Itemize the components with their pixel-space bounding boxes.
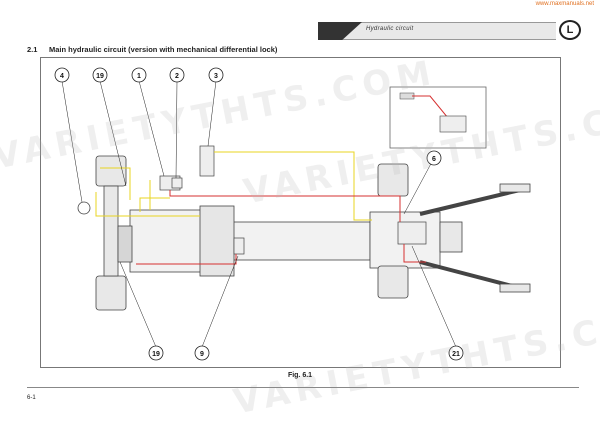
lift-link-lower [499, 283, 531, 293]
section-heading: 2.1 Main hydraulic circuit (version with … [27, 45, 277, 54]
leader-21 [411, 245, 457, 348]
leader-3 [207, 80, 217, 147]
leader-1 [138, 80, 165, 177]
leader-6 [403, 157, 435, 215]
yellow-line-1 [214, 151, 372, 221]
component-21-distributor [397, 221, 427, 245]
red-line-3 [403, 244, 426, 263]
components [159, 145, 427, 255]
callout-label-9: 9 [200, 351, 204, 358]
callout-19-bottom [148, 345, 164, 361]
callout-9 [194, 345, 210, 361]
chapter-title: Hydraulic circuit [366, 26, 414, 32]
callout-19-top [92, 67, 108, 83]
callout-1 [131, 67, 147, 83]
differential [117, 225, 133, 263]
leader-19-bottom [119, 261, 157, 348]
chapter-header-bar [318, 22, 556, 40]
red-line-1 [169, 190, 401, 222]
callouts [54, 67, 464, 361]
callout-label-1: 1 [137, 73, 141, 80]
front-wheel-bottom [377, 265, 409, 299]
component-4-reservoir [77, 201, 91, 215]
callout-label-21: 21 [452, 351, 460, 358]
leader-lines [61, 80, 457, 348]
callout-3 [208, 67, 224, 83]
leader-2 [175, 80, 178, 179]
figure-caption: Fig. 6.1 [287, 372, 313, 379]
clutch-bell [199, 205, 235, 277]
hydraulic-lines-yellow [95, 151, 372, 221]
yellow-line-5 [139, 197, 170, 212]
yellow-line-4 [100, 167, 131, 200]
figure-frame [40, 57, 561, 368]
footer-rule [27, 387, 579, 388]
rear-wheel-left [95, 155, 127, 187]
callout-labels: 4 19 1 2 3 6 19 9 21 [60, 73, 460, 358]
leader-9 [201, 255, 239, 348]
rear-axle [77, 155, 133, 311]
page-number: 6-1 [27, 395, 36, 401]
callout-2 [169, 67, 185, 83]
section-title: Main hydraulic circuit (version with mec… [49, 45, 278, 54]
callout-label-19-top: 19 [96, 73, 104, 80]
leader-4 [61, 80, 83, 203]
site-url[interactable]: www.maxmanuals.net [535, 1, 594, 7]
yellow-line-2 [95, 192, 200, 217]
lift-arm-upper [419, 188, 521, 216]
component-3-tank [199, 145, 215, 177]
callout-4 [54, 67, 70, 83]
leader-19-top [99, 80, 127, 187]
brand-logo: L [559, 20, 581, 40]
callout-label-3: 3 [214, 73, 218, 80]
front-pto [439, 221, 463, 253]
inset-valve-block [439, 115, 467, 133]
red-line-2 [136, 254, 237, 265]
component-2-filter [171, 177, 183, 189]
rear-axle-shaft [103, 185, 119, 277]
rear-wheel-right [95, 275, 127, 311]
callout-21 [448, 345, 464, 361]
component-9-pump [233, 237, 245, 255]
callout-6 [426, 150, 442, 166]
hydraulic-lines-red [136, 190, 426, 265]
chassis [129, 205, 441, 277]
section-number: 2.1 [27, 45, 38, 54]
front-axle [377, 163, 531, 299]
central-beam [229, 221, 371, 261]
callout-label-4: 4 [60, 73, 64, 80]
callout-label-2: 2 [175, 73, 179, 80]
callout-label-19-bottom: 19 [152, 351, 160, 358]
inset-detail [389, 86, 487, 149]
callout-label-6: 6 [432, 156, 436, 163]
lift-link-upper [499, 183, 531, 193]
